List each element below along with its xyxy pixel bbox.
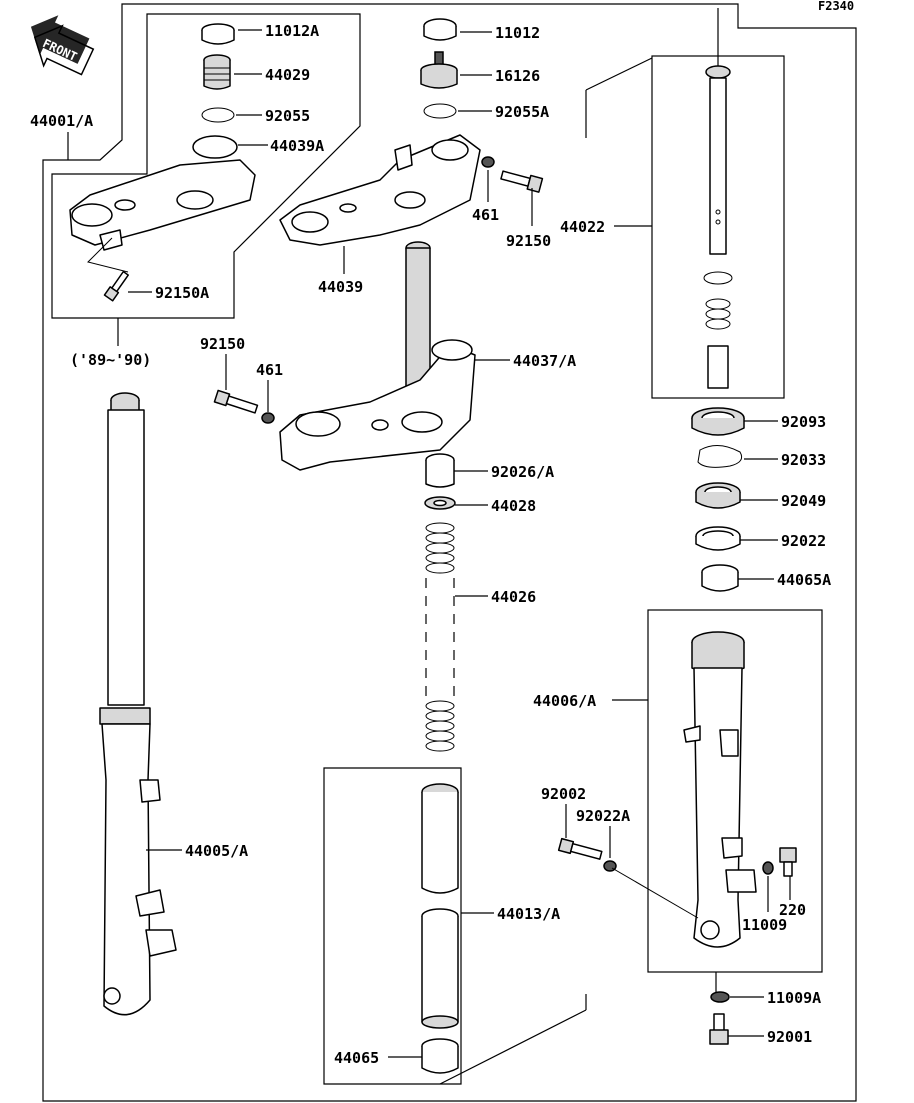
part-ring-44022	[703, 271, 733, 285]
part-bolt-92150-mid	[213, 389, 259, 414]
label-92001: 92001	[767, 1028, 812, 1046]
label-44006A: 44006/A	[533, 692, 596, 710]
part-collar-92026A	[425, 453, 455, 488]
label-44065A: 44065A	[777, 571, 831, 589]
label-11009: 11009	[742, 916, 787, 934]
part-stem-44037A	[279, 241, 476, 471]
label-44028: 44028	[491, 497, 536, 515]
label-92150-top: 92150	[506, 232, 551, 250]
year-note: ('89~'90)	[70, 351, 151, 369]
label-44005A: 44005/A	[185, 842, 248, 860]
label-44013A: 44013/A	[497, 905, 560, 923]
part-seal-92093	[691, 407, 745, 436]
part-oring-92055A	[423, 103, 457, 119]
diagram-code: F2340	[818, 0, 854, 13]
part-cap-11012A	[201, 23, 235, 45]
label-461-mid: 461	[256, 361, 283, 379]
part-bushing-44065A	[701, 564, 739, 592]
part-oring-92055	[201, 107, 235, 123]
label-92055A: 92055A	[495, 103, 549, 121]
label-44039A: 44039A	[270, 137, 324, 155]
part-bolt-220	[779, 847, 797, 877]
label-44037A: 44037/A	[513, 352, 576, 370]
label-44022: 44022	[560, 218, 605, 236]
label-92049: 92049	[781, 492, 826, 510]
label-11012A: 11012A	[265, 22, 319, 40]
label-44026: 44026	[491, 588, 536, 606]
part-spring-44026	[425, 522, 455, 752]
part-spring-small-44022	[705, 298, 731, 330]
part-adjuster-44029	[203, 54, 231, 90]
label-16126: 16126	[495, 67, 540, 85]
label-92033: 92033	[781, 451, 826, 469]
part-washer-461-mid	[261, 412, 275, 424]
part-washer-92022	[695, 526, 741, 551]
label-92055: 92055	[265, 107, 310, 125]
label-44029: 44029	[265, 66, 310, 84]
label-92150A: 92150A	[155, 284, 209, 302]
outer-frame	[42, 3, 857, 1102]
label-92150-mid: 92150	[200, 335, 245, 353]
label-44001A: 44001/A	[30, 112, 93, 130]
label-11012: 11012	[495, 24, 540, 42]
part-bolt-92150-top	[500, 170, 544, 193]
part-bolt-92001	[709, 1013, 729, 1045]
part-bracket-44039A	[69, 135, 256, 251]
part-washer-11009A	[710, 991, 730, 1003]
part-outer-tube-44006A	[683, 631, 757, 948]
label-92022A: 92022A	[576, 807, 630, 825]
group-box-44006A	[647, 609, 823, 973]
part-piece-44022	[707, 345, 729, 389]
label-220: 220	[779, 901, 806, 919]
part-damper-rod-44022	[705, 65, 731, 255]
part-valve-16126	[420, 51, 458, 89]
part-bushing-44065	[421, 1038, 459, 1074]
inset-box-8990	[51, 13, 361, 319]
part-washer-11009	[762, 861, 774, 875]
leader-44013-diag	[439, 1009, 587, 1085]
inset-bolt-leader	[87, 237, 129, 273]
part-bracket-44039	[279, 134, 481, 246]
part-bolt-92002	[557, 837, 603, 860]
label-92022: 92022	[781, 532, 826, 550]
front-arrow-icon: FRONT	[30, 15, 95, 76]
leader-92022A	[611, 867, 699, 919]
label-44065: 44065	[334, 1049, 379, 1067]
label-11009A: 11009A	[767, 989, 821, 1007]
label-92026A: 92026/A	[491, 463, 554, 481]
part-cap-11012	[423, 18, 457, 41]
part-bolt-92150A	[103, 270, 129, 302]
part-fork-leg-44005A	[99, 392, 177, 1016]
label-92002: 92002	[541, 785, 586, 803]
label-92093: 92093	[781, 413, 826, 431]
label-44039: 44039	[318, 278, 363, 296]
part-washer-44028	[424, 496, 456, 510]
label-461-top: 461	[472, 206, 499, 224]
leader-44022-diag	[585, 57, 653, 91]
part-bearing-92049	[695, 482, 741, 509]
part-cylinder-44013A	[421, 783, 459, 1029]
part-clip-92033	[697, 445, 743, 468]
group-box-44013A	[323, 767, 462, 1085]
part-washer-461-top	[481, 156, 495, 168]
